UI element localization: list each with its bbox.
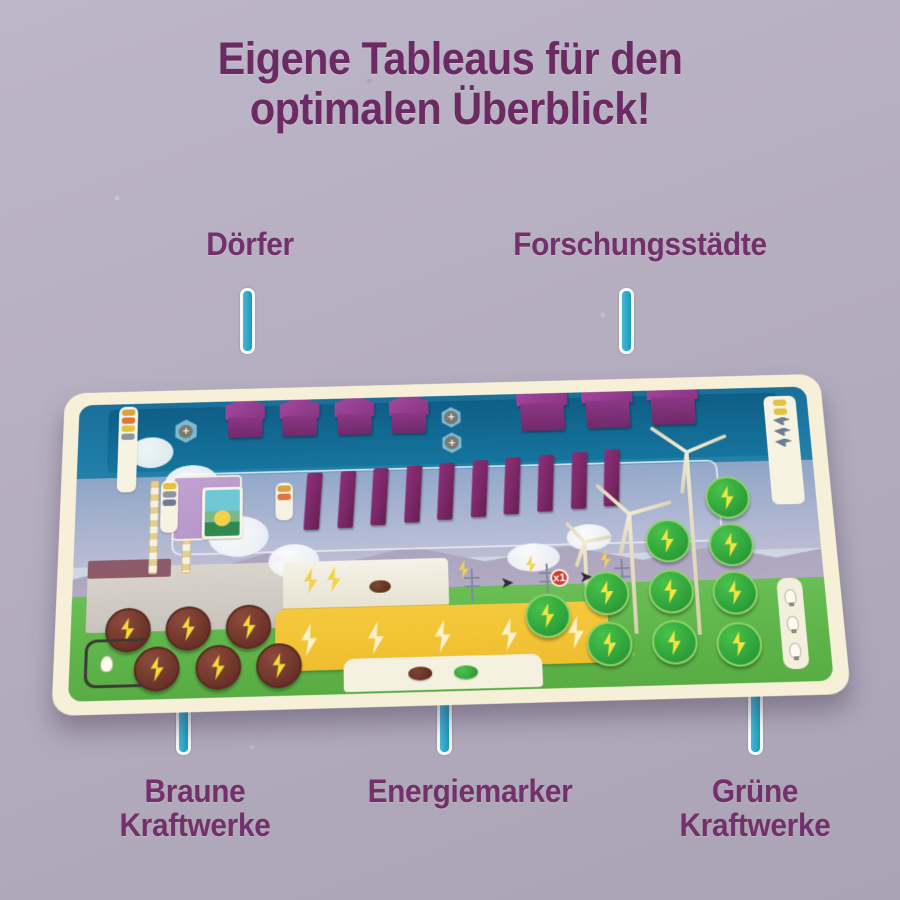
village-piece: [389, 394, 430, 434]
player-board: + + +: [51, 373, 852, 717]
turbine-resource-icon: [774, 427, 792, 436]
energy-marker-green: [454, 665, 479, 680]
action-display-panel: [283, 557, 450, 613]
lightning-bolt-icon: [663, 630, 686, 656]
resource-chip-steel-icon: [162, 498, 177, 506]
light-bulb-icon: [99, 656, 114, 673]
plus-icon: +: [444, 410, 459, 424]
energy-bolt-icon: [496, 617, 523, 650]
village-body-icon: [227, 416, 263, 438]
tower-piece: [570, 452, 588, 510]
page-title: Eigene Tableaus für den optimalen Überbl…: [36, 33, 864, 135]
plus-icon: +: [179, 424, 194, 438]
lightning-bolt-icon: [598, 632, 621, 658]
energy-bolt-icon: [429, 619, 456, 652]
lightning-bolt-icon: [238, 614, 260, 640]
resource-chip-wood-icon: [277, 485, 292, 492]
card-resource-tab: [160, 479, 179, 533]
lightning-bolt-icon: [268, 653, 290, 679]
lightning-bolt-icon: [146, 656, 168, 682]
lightning-bolt-icon: [716, 486, 739, 510]
resource-chip-orange-icon: [277, 493, 292, 501]
turbine-mast: [627, 514, 639, 634]
pointer-bar-research-cities: [619, 288, 634, 354]
plus-icon: +: [445, 436, 460, 450]
card-resource-tab-2: [275, 482, 294, 521]
resource-chip-yellow-icon: [773, 398, 788, 406]
resource-chip-yellow-icon: [774, 407, 788, 415]
callout-label-research-cities: Forschungsstädte: [513, 226, 767, 262]
landscape-card: [201, 486, 243, 540]
energy-bolt-icon: [296, 623, 322, 657]
resource-chip-wood-icon: [122, 409, 136, 417]
village-body-icon: [282, 415, 317, 437]
turbine-resource-icon: [775, 438, 793, 447]
turbine-resource-icon: [773, 417, 791, 425]
tower-piece: [470, 459, 489, 518]
callout-label-brown-plants: Braune Kraftwerke: [119, 773, 271, 843]
page-title-line-2: optimalen Überblick!: [249, 83, 651, 135]
coal-token-icon: [369, 580, 391, 594]
resource-chip-grey-icon: [163, 490, 177, 498]
energy-bolt-icon: [323, 566, 345, 593]
lightning-bolt-icon: [720, 532, 743, 557]
page-title-line-1: Eigene Tableaus für den: [217, 33, 683, 84]
research-city-piece: [515, 387, 569, 432]
lightning-bolt-icon: [656, 528, 679, 553]
research-city-piece: [645, 387, 700, 426]
village-body-icon: [391, 412, 427, 434]
light-bulb-icon: [786, 615, 800, 632]
lightning-bolt-icon: [536, 603, 559, 628]
factory-roof: [87, 558, 171, 579]
energy-bolt-icon: [300, 567, 322, 594]
energy-marker-brown: [408, 666, 433, 681]
left-score-track: [83, 637, 145, 689]
sunrise-artwork-icon: [204, 489, 240, 537]
tower-piece: [437, 462, 456, 520]
research-city-body-icon: [585, 399, 631, 429]
board-artwork: + + +: [67, 386, 834, 702]
village-piece: [225, 398, 265, 438]
research-city-body-icon: [520, 402, 565, 432]
callout-label-villages: Dörfer: [206, 226, 294, 262]
village-piece: [334, 395, 374, 436]
lightning-bolt-icon: [727, 631, 751, 657]
lightning-bolt-icon: [177, 616, 199, 642]
lightning-bolt-icon: [723, 580, 746, 605]
tower-piece: [503, 457, 522, 515]
lightning-bolt-icon: [207, 654, 229, 680]
lightning-bolt-icon: [659, 578, 682, 603]
resource-chip-yellow-icon: [121, 425, 136, 433]
tower-piece: [403, 465, 423, 523]
energy-bolt-icon: [363, 621, 389, 654]
callout-label-green-plants: Grüne Kraftwerke: [679, 773, 831, 843]
tower-piece: [336, 470, 356, 528]
village-piece: [280, 396, 320, 437]
lightning-bolt-icon: [595, 580, 618, 605]
left-resource-tab: [116, 406, 139, 493]
light-bulb-icon: [783, 589, 797, 605]
resource-chip-yellow-icon: [163, 482, 177, 490]
callout-label-energy-marker: Energiemarker: [367, 773, 573, 809]
player-board-photo: + + +: [51, 360, 852, 717]
pointer-bar-villages: [240, 288, 255, 354]
resource-chip-orange-icon: [121, 417, 136, 425]
energy-marker-slot: [343, 653, 544, 693]
tower-piece: [537, 454, 555, 512]
village-body-icon: [337, 413, 372, 436]
arrow-right-icon: ➤: [500, 574, 514, 591]
light-bulb-icon: [788, 642, 802, 658]
resource-chip-grey-icon: [121, 433, 135, 441]
research-city-piece: [580, 387, 634, 429]
research-city-body-icon: [650, 396, 697, 426]
